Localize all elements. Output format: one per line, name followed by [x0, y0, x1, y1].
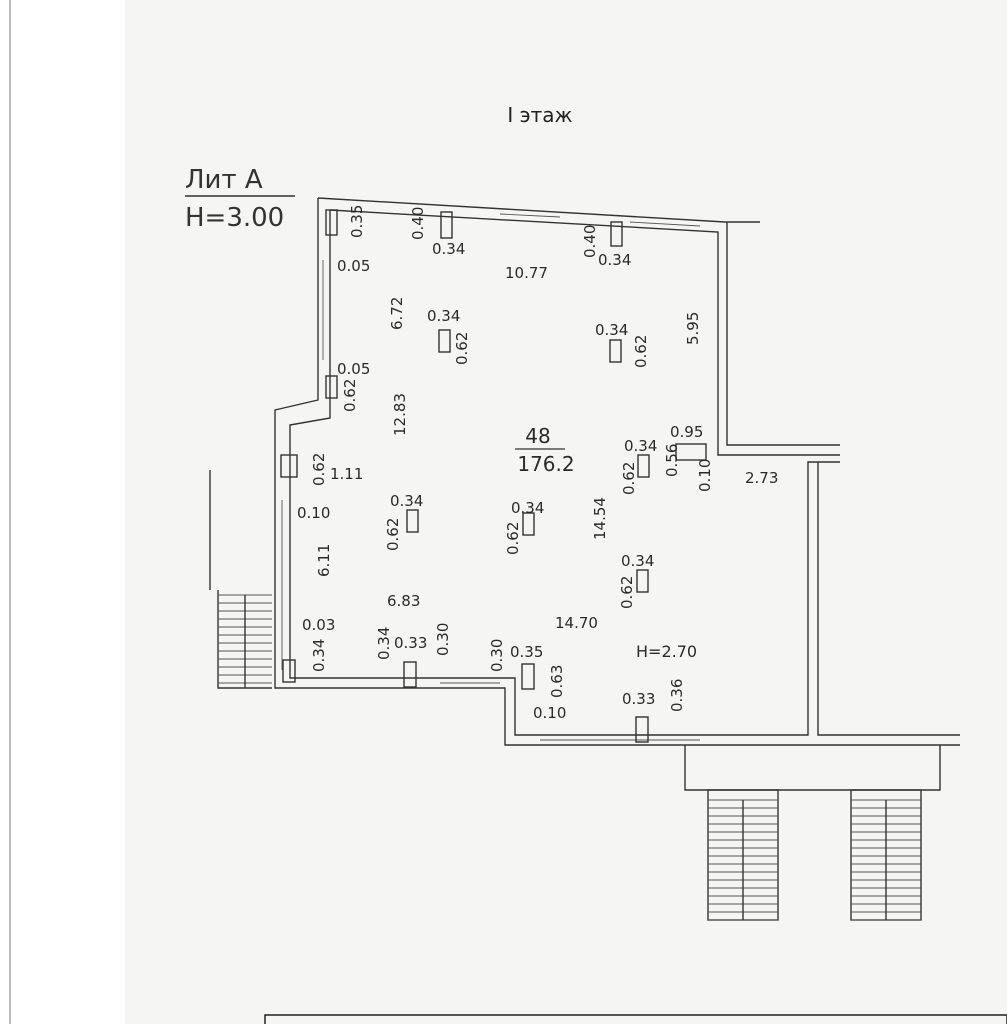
dimension-label: 0.62 — [504, 522, 522, 555]
dimension-label: 6.72 — [388, 297, 406, 330]
dimension-label: 10.77 — [505, 264, 548, 282]
dimension-label: 6.11 — [315, 544, 333, 577]
dimension-label: 0.62 — [341, 379, 359, 412]
dimension-label: 0.40 — [409, 207, 427, 240]
dimension-label: 0.34 — [427, 307, 460, 325]
columns — [280, 209, 707, 743]
dimension-label: 0.62 — [632, 335, 650, 368]
table-frame — [264, 1014, 1007, 1024]
dimension-label: 0.10 — [297, 504, 330, 522]
dimension-label: 0.62 — [618, 576, 636, 609]
walls — [209, 197, 960, 921]
paper-sheet — [125, 0, 1007, 1024]
dimension-label: 5.95 — [684, 312, 702, 345]
dimension-label: 0.34 — [375, 627, 393, 660]
dimension-label: 0.30 — [434, 623, 452, 656]
room-height: H=2.70 — [636, 642, 697, 661]
dimension-label: 0.33 — [622, 690, 655, 708]
dimension-label: 0.30 — [488, 639, 506, 672]
dimension-label: 0.34 — [624, 437, 657, 455]
dimension-label: 0.03 — [302, 616, 335, 634]
dimension-label: 0.34 — [598, 251, 631, 269]
dimension-label: 0.05 — [337, 257, 370, 275]
dimension-label: 0.34 — [621, 552, 654, 570]
dimension-label: 0.10 — [696, 459, 714, 492]
dimension-label: 0.34 — [390, 492, 423, 510]
litera-label: Лит А — [185, 165, 263, 195]
dimension-label: 0.35 — [510, 643, 543, 661]
dimension-label: 0.62 — [620, 462, 638, 495]
dimension-label: 14.54 — [591, 497, 609, 540]
dimension-label: 0.34 — [310, 639, 328, 672]
dimension-label: 0.62 — [384, 518, 402, 551]
dimension-label: 0.40 — [581, 225, 599, 258]
dimension-label: 0.05 — [337, 360, 370, 378]
dimension-label: 14.70 — [555, 614, 598, 632]
dimension-label: 2.73 — [745, 469, 778, 487]
dimension-label: 6.83 — [387, 592, 420, 610]
dimension-label: 0.34 — [511, 499, 544, 517]
dimension-label: 12.83 — [391, 393, 409, 436]
room-number: 48 — [525, 424, 550, 448]
dimension-label: 1.11 — [330, 465, 363, 483]
dimension-label: 0.36 — [668, 679, 686, 712]
dimension-label: 0.63 — [548, 665, 566, 698]
dimension-label: 0.34 — [595, 321, 628, 339]
dimension-label: 0.35 — [348, 205, 366, 238]
dimension-label: 0.56 — [663, 444, 681, 477]
building-height: H=3.00 — [185, 203, 284, 233]
dimension-label: 0.34 — [432, 240, 465, 258]
dimension-label: 0.10 — [533, 704, 566, 722]
dimension-label: 0.95 — [670, 423, 703, 441]
floor-title: I этаж — [507, 103, 572, 127]
room-area: 176.2 — [517, 452, 574, 476]
dimension-label: 0.62 — [453, 332, 471, 365]
dimension-label: 0.62 — [310, 453, 328, 486]
stairs — [218, 594, 921, 921]
dimension-label: 0.33 — [394, 634, 427, 652]
